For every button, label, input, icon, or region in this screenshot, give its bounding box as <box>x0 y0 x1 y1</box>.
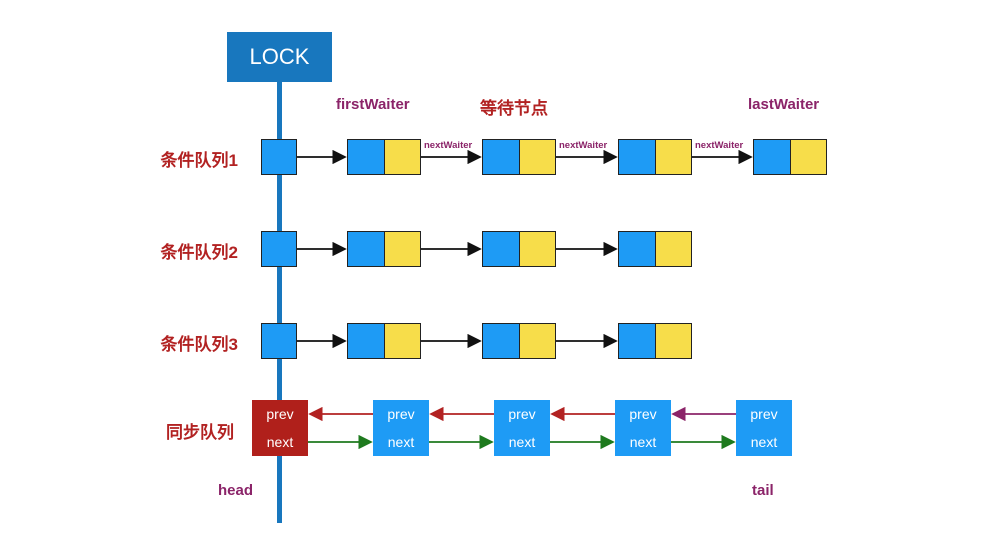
node-thread-cell <box>619 324 656 358</box>
condition-queue-label: 条件队列1 <box>160 151 238 170</box>
node-next-cell <box>791 140 826 174</box>
next-waiter-label: nextWaiter <box>559 140 608 151</box>
prev-field: prev <box>266 406 294 422</box>
waiter-node <box>482 323 556 359</box>
prev-field: prev <box>629 406 657 422</box>
sync-queue-label: 同步队列 <box>166 423 234 442</box>
waiter-node <box>347 323 421 359</box>
waiter-node <box>482 139 556 175</box>
node-next-cell <box>656 324 691 358</box>
node-next-cell <box>520 140 555 174</box>
next-field: next <box>750 434 778 450</box>
prev-field: prev <box>508 406 536 422</box>
lock-label: LOCK <box>249 44 310 69</box>
node-thread-cell <box>483 232 520 266</box>
next-waiter-label: nextWaiter <box>424 140 473 151</box>
waiting-node-label: 等待节点 <box>480 99 548 118</box>
node-next-cell <box>656 140 691 174</box>
tail-label: tail <box>752 482 774 499</box>
sync-node-tail: prev next <box>736 400 792 456</box>
sync-node-head: prev next <box>252 400 308 456</box>
node-next-cell <box>385 324 420 358</box>
next-waiter-label: nextWaiter <box>695 140 744 151</box>
node-thread-cell <box>619 232 656 266</box>
condition-queue-anchor <box>261 231 297 267</box>
node-thread-cell <box>348 324 385 358</box>
condition-queue-label: 条件队列2 <box>160 243 238 262</box>
node-next-cell <box>656 232 691 266</box>
node-thread-cell <box>348 232 385 266</box>
last-waiter-label: lastWaiter <box>748 96 820 113</box>
node-thread-cell <box>483 140 520 174</box>
lock-line <box>277 82 282 523</box>
prev-field: prev <box>387 406 415 422</box>
first-waiter-label: firstWaiter <box>336 96 410 113</box>
node-next-cell <box>520 232 555 266</box>
sync-node: prev next <box>373 400 429 456</box>
waiter-node <box>618 323 692 359</box>
prev-field: prev <box>750 406 778 422</box>
next-field: next <box>387 434 415 450</box>
sync-node: prev next <box>494 400 550 456</box>
node-thread-cell <box>619 140 656 174</box>
node-next-cell <box>385 232 420 266</box>
next-field: next <box>629 434 657 450</box>
condition-queue-anchor <box>261 323 297 359</box>
node-thread-cell <box>754 140 791 174</box>
waiter-node <box>618 139 692 175</box>
waiter-node <box>347 139 421 175</box>
next-field: next <box>508 434 536 450</box>
node-next-cell <box>385 140 420 174</box>
next-field: next <box>266 434 294 450</box>
waiter-node <box>753 139 827 175</box>
lock-box: LOCK <box>227 32 332 82</box>
waiter-node <box>482 231 556 267</box>
waiter-node <box>618 231 692 267</box>
condition-queue-label: 条件队列3 <box>160 335 238 354</box>
node-thread-cell <box>348 140 385 174</box>
node-next-cell <box>520 324 555 358</box>
head-label: head <box>218 482 254 499</box>
condition-queue-anchor <box>261 139 297 175</box>
node-thread-cell <box>483 324 520 358</box>
sync-node: prev next <box>615 400 671 456</box>
waiter-node <box>347 231 421 267</box>
